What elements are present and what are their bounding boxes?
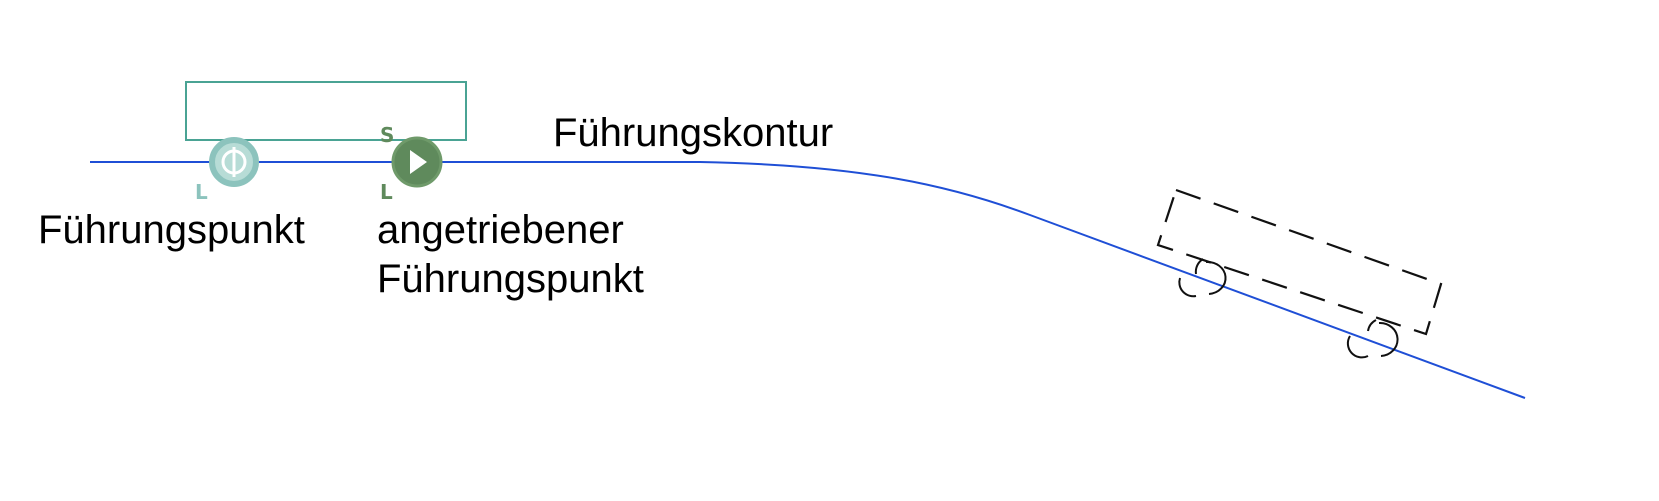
driven-guide-point-label-line1: angetriebener — [377, 208, 624, 252]
vehicle-body — [185, 81, 467, 141]
ghost-wheel-left — [1178, 258, 1227, 298]
driven-guide-point-label-line2: Führungspunkt — [377, 257, 644, 301]
ghost-vehicle-body — [1156, 188, 1443, 336]
guide-contour-line — [90, 161, 1526, 399]
ghost-wheel-right — [1346, 319, 1399, 359]
guide-contour-label: Führungskontur — [553, 111, 833, 155]
driven-point-marker-bottom: L — [380, 180, 393, 204]
driven-point-marker-top: S — [380, 123, 394, 147]
driven-guide-point-icon — [391, 136, 443, 188]
guide-point-marker: L — [195, 180, 208, 204]
guide-point-icon — [209, 137, 259, 187]
guide-point-label: Führungspunkt — [38, 208, 305, 252]
